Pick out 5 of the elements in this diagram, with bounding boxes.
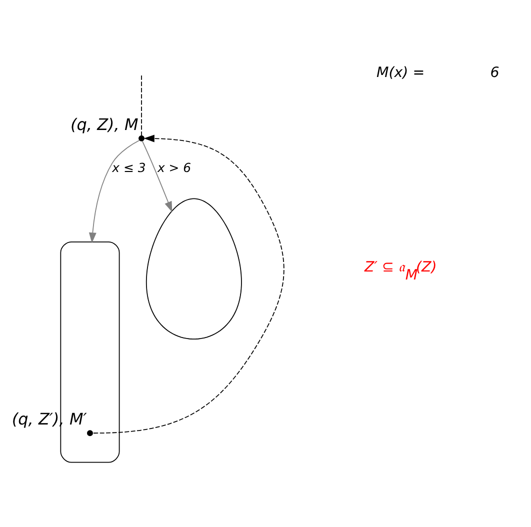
node-label: (q, Z), M xyxy=(70,114,138,134)
edge-label: x ≤ 3 xyxy=(112,160,146,175)
label: 6 xyxy=(490,64,500,81)
edge-label: x > 6 xyxy=(158,160,192,175)
label: M(x) = xyxy=(376,64,425,81)
